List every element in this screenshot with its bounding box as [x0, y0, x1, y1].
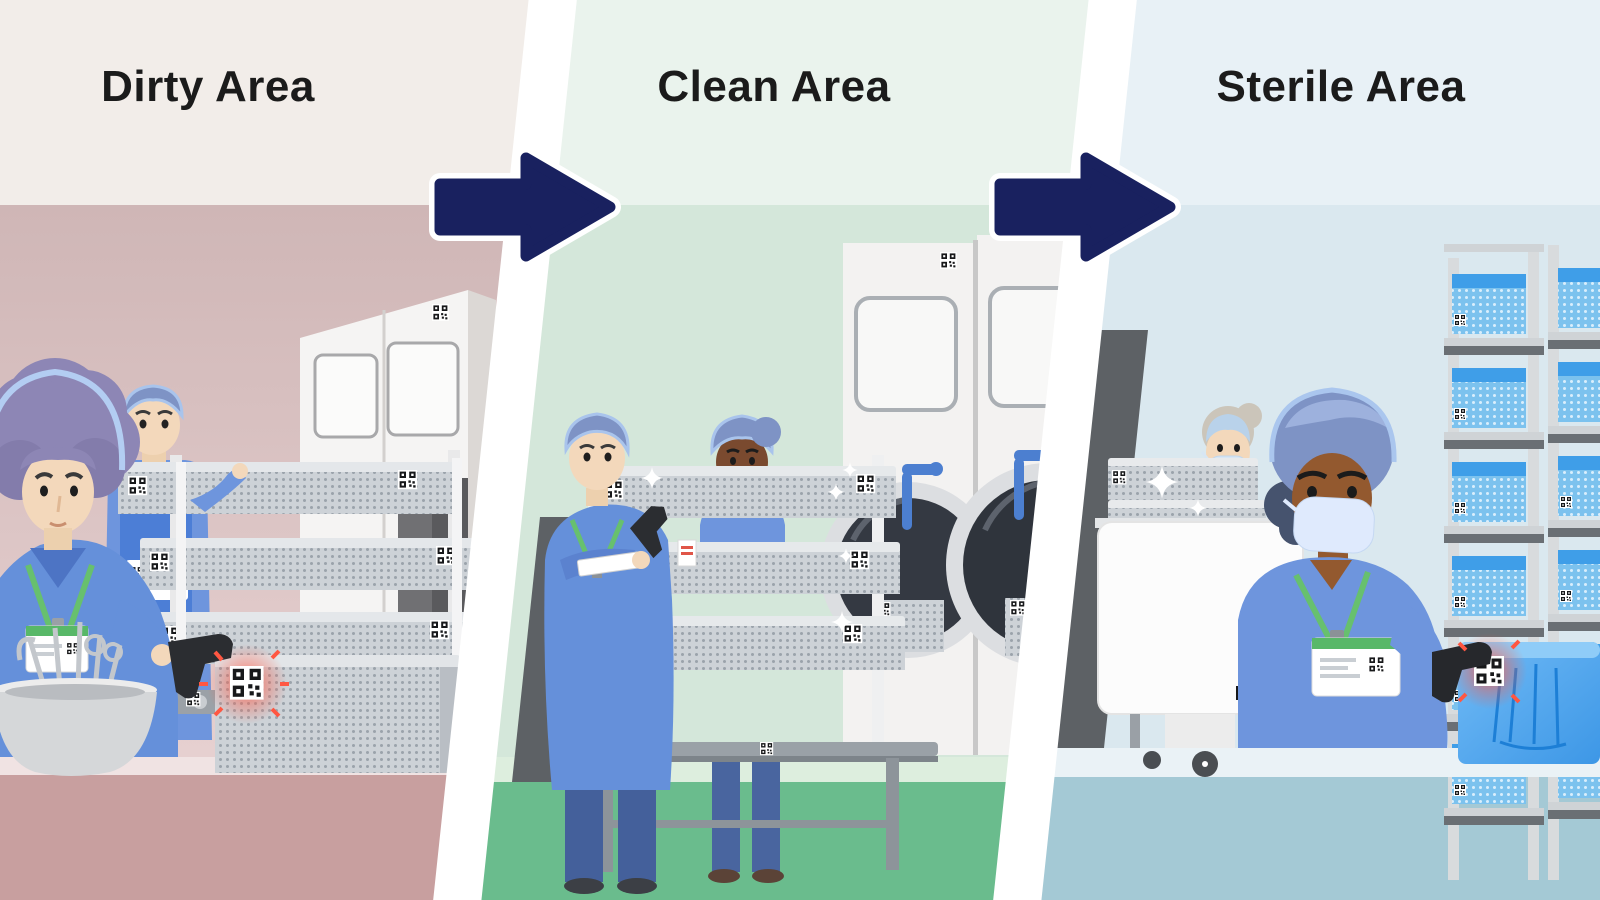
- barcode-scanner-icon: [168, 634, 233, 699]
- scanned-container: [207, 644, 460, 773]
- barcode-scanner-icon: [1432, 642, 1492, 703]
- panel-title-clean: Clean Area: [657, 62, 891, 111]
- arm-with-scanner: [1390, 600, 1521, 704]
- masked-worker-scanning: [1238, 387, 1448, 758]
- laser-ticks: [1457, 639, 1521, 704]
- arrow-right-icon: [989, 147, 1181, 267]
- instrument-silhouettes: [1492, 663, 1567, 751]
- laser-ticks: [199, 649, 289, 718]
- qr-code-icon: [230, 666, 264, 700]
- id-badge: [1311, 637, 1401, 697]
- panel-title-sterile: Sterile Area: [1216, 62, 1466, 111]
- face-mask: [1293, 496, 1375, 554]
- worker-behind-rack: [700, 414, 785, 883]
- arm-with-scanner: [110, 600, 289, 718]
- arrow-right-icon: [429, 147, 621, 267]
- sterile-container-scanned: [1451, 633, 1600, 764]
- sterile-storage-shelves: [1444, 244, 1600, 880]
- barcode-scanner-icon: [629, 506, 668, 559]
- panel-title-dirty: Dirty Area: [101, 62, 315, 111]
- worker-with-clipboard-and-scanner: [544, 412, 674, 894]
- instrument-bowl: [0, 621, 157, 776]
